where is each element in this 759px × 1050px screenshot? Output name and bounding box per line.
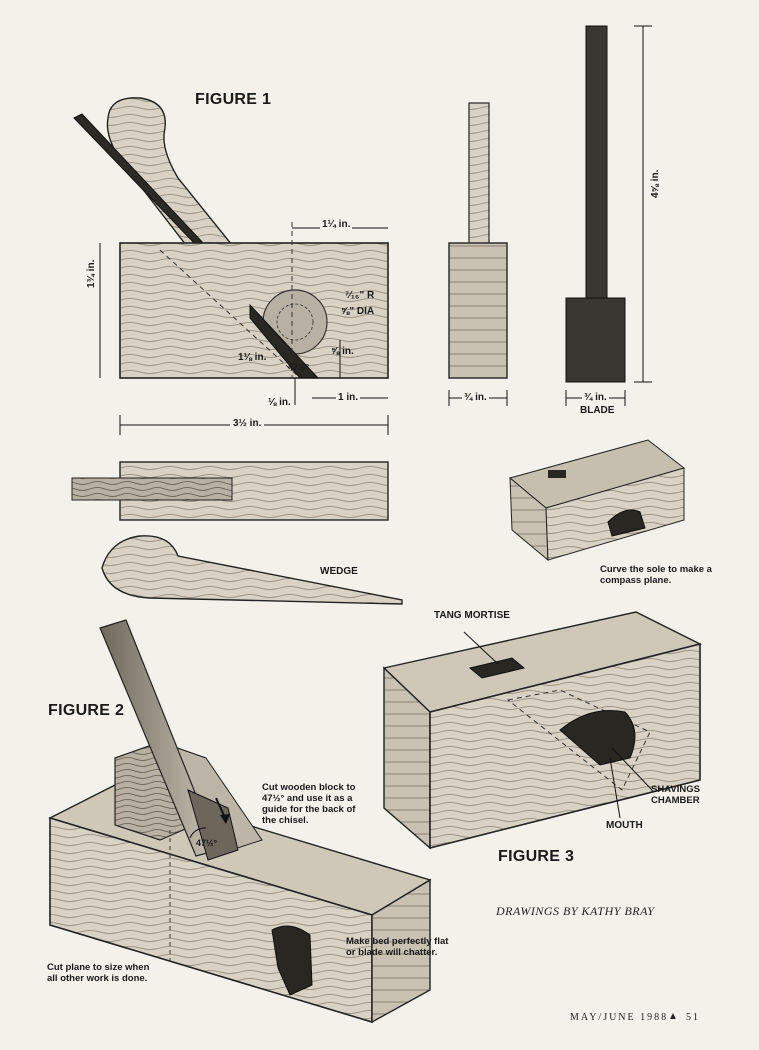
blade-label: BLADE: [580, 405, 615, 416]
block-note: Cut wooden block to 47½° and use it as a…: [262, 782, 356, 826]
illustration-credit: DRAWINGS BY KATHY BRAY: [496, 904, 655, 918]
dim-diameter: ⅝" DIA: [341, 306, 375, 317]
size-note: Cut plane to size when all other work is…: [47, 962, 150, 984]
dim-top-width: 1¼ in.: [320, 219, 353, 230]
figure2-title: FIGURE 2: [48, 702, 125, 719]
dim-blade-width: ¾ in.: [582, 392, 609, 403]
dim-end-width: ¾ in.: [462, 392, 489, 403]
figure2-drawing: [48, 619, 432, 1024]
blade-view: [565, 25, 652, 406]
bed-note: Make bed perfectly flat or blade will ch…: [346, 936, 449, 958]
figure1-end-view: [448, 102, 508, 406]
folio-marker: ▲: [668, 1011, 678, 1022]
dim-depth: ⅝ in.: [331, 346, 354, 357]
dim-bed: 1⅛ in.: [238, 352, 267, 363]
tang-mortise: [468, 657, 526, 679]
wedge-end: [468, 102, 490, 246]
dim-angle: 47½°: [288, 362, 310, 372]
dim-radius: ⁷⁄₁₆" R: [345, 290, 375, 301]
dim-sole: 1 in.: [336, 392, 361, 403]
folio-issue: MAY/JUNE 1988: [570, 1012, 669, 1023]
dim-mouth: ⅛ in.: [268, 397, 291, 408]
shavings-chamber-label: SHAVINGS CHAMBER: [651, 784, 700, 806]
mouth-label: MOUTH: [606, 820, 643, 831]
wedge-shape: [101, 535, 403, 605]
blade-cutter: [565, 297, 626, 383]
figure1-title: FIGURE 1: [195, 91, 272, 108]
figure3-drawing: [382, 611, 703, 850]
dim-length: 3½ in.: [230, 418, 265, 429]
blade-tang: [585, 25, 608, 301]
figure1-side-view: [73, 97, 389, 435]
figure2-angle: 47½°: [196, 838, 218, 848]
tang-mortise-label: TANG MORTISE: [434, 610, 510, 621]
mouth-opening: [559, 709, 636, 766]
wedge-label: WEDGE: [320, 566, 358, 577]
dim-blade-length: 4⅝ in.: [650, 167, 661, 200]
dim-height: 1¾ in.: [86, 257, 97, 290]
plane-body-end: [448, 242, 508, 379]
figure3-title: FIGURE 3: [498, 848, 575, 865]
figure1-top-view: [71, 461, 389, 521]
compass-plane-sketch: [508, 439, 686, 562]
page-number: 51: [686, 1012, 700, 1023]
wedge-top: [71, 477, 233, 501]
compass-note: Curve the sole to make a compass plane.: [600, 564, 712, 586]
